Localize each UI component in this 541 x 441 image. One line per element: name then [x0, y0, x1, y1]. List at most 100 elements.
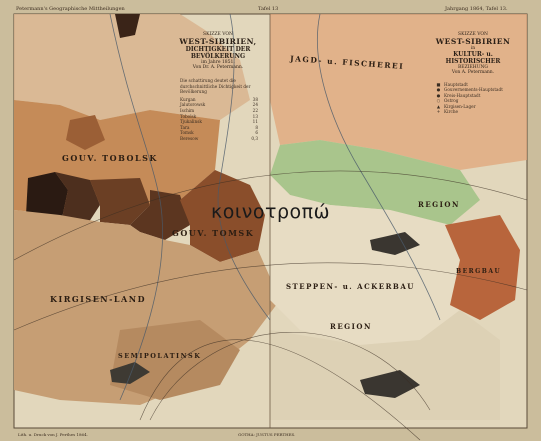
right-legend-row: ▲Kirgisen-Lager [436, 104, 503, 109]
right-legend-label: Ostrog [444, 98, 459, 104]
left-legend-value: 11 [252, 119, 258, 125]
label-tobolsk: GOUV. TOBOLSK [62, 153, 158, 163]
lake-right-2 [360, 370, 420, 398]
right-legend: ■Hauptstadt●Gouvernements-Hauptstadt●Kre… [436, 82, 503, 114]
left-legend-label: Tomsk [180, 130, 194, 136]
left-legend-row: Kurgan 38 [180, 97, 258, 103]
right-legend-label: Hauptstadt [444, 82, 468, 87]
overlay-text: κοινοτροπώ [211, 201, 330, 223]
left-legend-row: Tjukalinsk 11 [180, 119, 258, 125]
left-legend-value: 13 [252, 113, 258, 119]
lake-saisan [110, 362, 150, 384]
left-legend-value: 22 [252, 107, 258, 113]
label-region-2: REGION [330, 322, 372, 331]
left-legend-label: Tara [180, 124, 190, 130]
right-title-line3: in [470, 46, 476, 51]
left-title-block: SKIZZE VON WEST-SIBIRIEN, DICHTIGKEIT DE… [172, 32, 264, 70]
left-map [14, 14, 280, 405]
region-tomsk [180, 170, 265, 262]
region-patch-north [66, 115, 105, 150]
left-legend-row: Tomsk 6 [180, 130, 258, 136]
legend-symbol-icon: ● [436, 87, 441, 93]
right-map [270, 14, 527, 420]
label-steppen-ackerbau: STEPPEN- u. ACKERBAU [286, 282, 415, 291]
label-tomsk: GOUV. TOMSK [172, 228, 255, 238]
river-ob [217, 13, 271, 321]
plate-number: Tafel 13 [258, 6, 279, 12]
legend-symbol-icon: ■ [436, 82, 441, 87]
right-legend-row: +Kirche [436, 109, 503, 114]
right-legend-label: Kirgisen-Lager [444, 103, 476, 109]
river-irtysch [109, 13, 163, 401]
left-legend-value: 6 [255, 130, 258, 136]
graticule [13, 170, 528, 441]
right-legend-row: ○Ostrog [436, 98, 503, 103]
left-title-line1: SKIZZE VON [203, 32, 233, 37]
right-legend-label: Kreis-Hauptstadt [444, 92, 481, 98]
left-legend-label: Kurgan [180, 96, 196, 102]
region-dense-3 [90, 178, 150, 225]
right-title-line1: SKIZZE VON [458, 32, 488, 37]
right-title-line4: KULTUR- u. HISTORISCHER [445, 51, 501, 65]
parallel-arc-upper [13, 170, 528, 261]
right-author: Von A. Petermann. [451, 70, 495, 75]
left-title-line2: WEST-SIBIRIEN, [179, 37, 257, 46]
legend-symbol-icon: + [436, 109, 441, 115]
region-north-pale [14, 14, 250, 120]
region-steppe-agri [270, 175, 470, 345]
left-legend-label: Tobolsk [180, 113, 197, 119]
footer-engraver: Lith. u. Druck von J. Perthes 1864. [18, 432, 88, 437]
right-legend-row: ■Hauptstadt [436, 82, 503, 87]
meridian-circle [149, 331, 431, 421]
region-south-right [270, 310, 500, 420]
left-legend-value: 38 [252, 96, 258, 102]
left-legend-row: Tobolsk 13 [180, 114, 258, 120]
left-legend-label: Tjukalinsk [180, 119, 202, 125]
label-region: REGION [418, 200, 460, 209]
right-legend-row: ●Gouvernements-Hauptstadt [436, 87, 503, 92]
right-legend-label: Gouvernements-Hauptstadt [444, 87, 503, 93]
left-legend-value: 0,3 [251, 135, 258, 141]
right-title-line5: BEZIEHUNG [457, 65, 489, 70]
region-dense-2 [55, 172, 100, 228]
left-title-line4: im Jahre 1851. [201, 60, 235, 65]
right-title-block: SKIZZE VON WEST-SIBIRIEN in KULTUR- u. H… [425, 32, 521, 75]
region-hunting-fishing [270, 14, 527, 170]
legend-symbol-icon: ▲ [436, 103, 441, 109]
meridian-arc [139, 339, 421, 441]
region-dense-4 [130, 190, 190, 240]
right-title-line2: WEST-SIBIRIEN [435, 37, 511, 46]
parallel-arc-lower [13, 262, 528, 331]
left-author: Von Dr. A. Petermann. [192, 65, 244, 70]
legend-symbol-icon: ○ [436, 98, 441, 104]
plate-year: Jahrgang 1864, Tafel 13. [445, 6, 508, 12]
region-agriculture-green [270, 140, 480, 225]
right-legend-row: ●Kreis-Hauptstadt [436, 93, 503, 98]
left-legend-label: Jalutorowsk [180, 102, 206, 108]
left-legend-value: 24 [252, 102, 258, 108]
left-legend-row: Beresow 0,3 [180, 136, 258, 142]
left-title-line3: DICHTIGKEIT DER BEVÖLKERUNG [185, 46, 251, 60]
region-patch-northeast [115, 14, 140, 38]
left-legend-label: Ischim [180, 107, 195, 113]
rivers [109, 13, 441, 401]
region-mining [445, 215, 520, 320]
left-legend-value: 8 [255, 124, 258, 130]
label-semipolatinsk: SEMIPOLATINSK [118, 352, 202, 360]
river-ob-right [317, 13, 441, 321]
series-title: Petermann's Geographische Mittheilungen [16, 6, 125, 12]
left-legend-row: Jalutorowsk 24 [180, 102, 258, 108]
lake-right-1 [370, 232, 420, 255]
label-kirgisen: KIRGISEN-LAND [50, 294, 147, 304]
left-legend-label: Beresow [180, 135, 199, 141]
legend-symbol-icon: ● [436, 92, 441, 98]
left-legend-row: Ischim 22 [180, 108, 258, 114]
right-legend-label: Kirche [444, 109, 458, 115]
footer-publisher: GOTHA: JUSTUS PERTHES. [238, 432, 296, 437]
label-bergbau: BERGBAU [456, 268, 502, 275]
left-legend-row: Tara 8 [180, 125, 258, 131]
left-legend-intro: Die schattirung deutet die durchschnittl… [180, 78, 251, 95]
